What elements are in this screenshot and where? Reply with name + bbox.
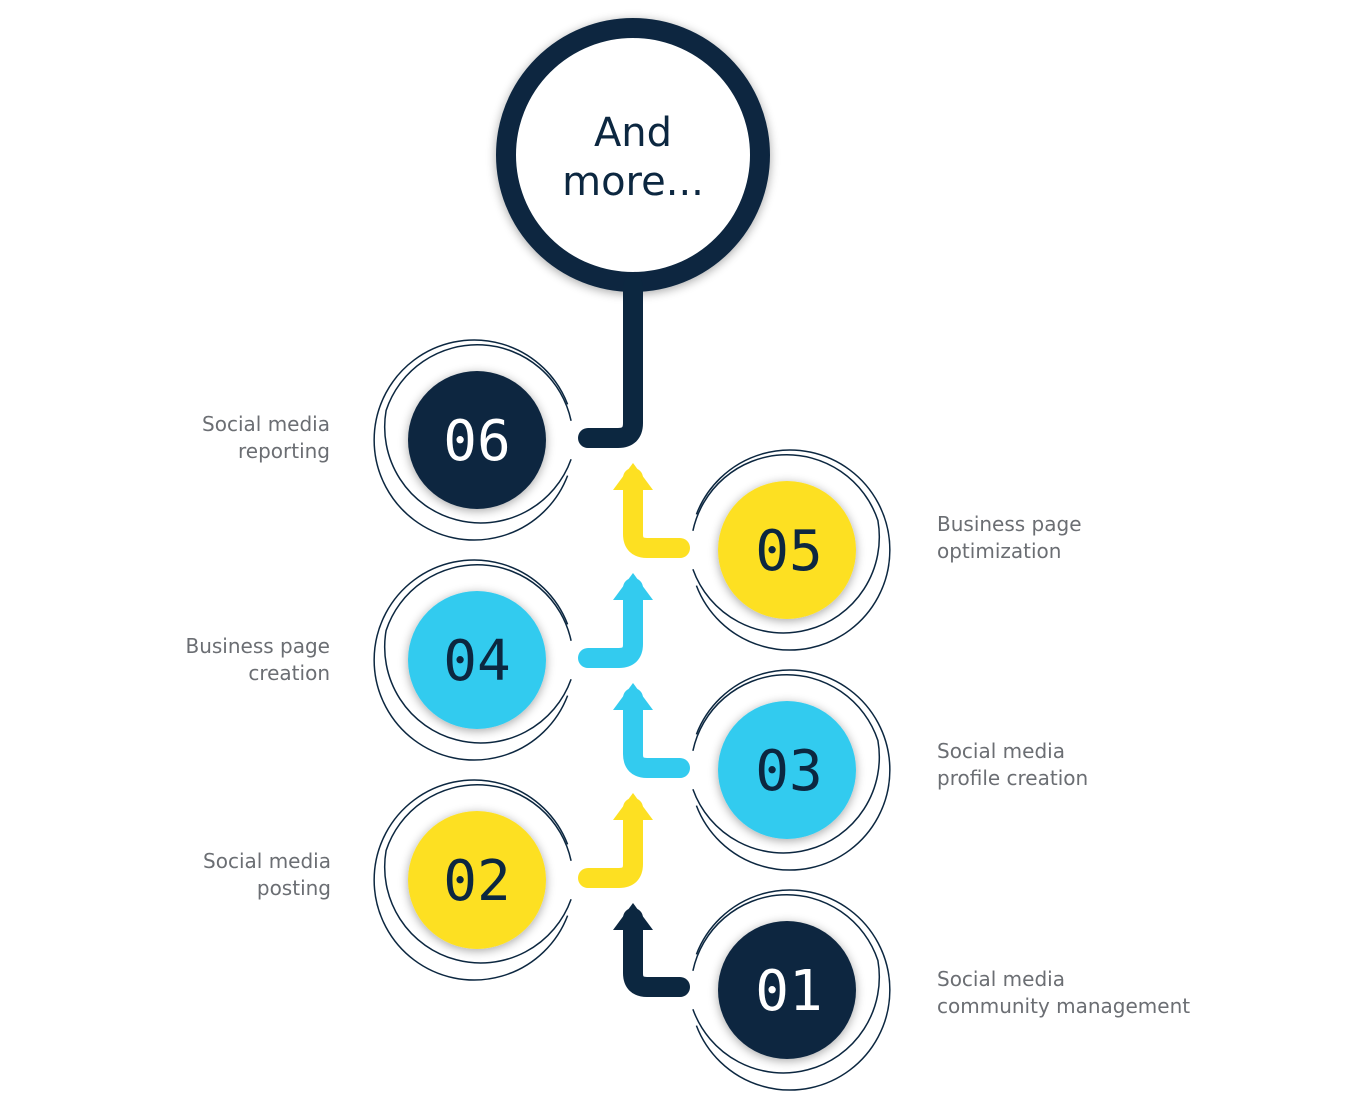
step-03-number: 03 — [755, 739, 822, 804]
step-05-circle — [718, 481, 856, 619]
step-03-label-line1: Social media — [937, 739, 1065, 763]
step-05-inner-ring — [692, 454, 881, 634]
step-05-label-line1: Business page — [937, 512, 1082, 536]
step-node-02: 02 — [373, 779, 572, 981]
step-node-05: 05 — [692, 449, 891, 651]
arrow-04-to-05 — [578, 573, 653, 668]
step-06-outer-ring — [373, 339, 569, 541]
step-02-number: 02 — [443, 849, 510, 914]
step-04-label: Business page creation — [185, 633, 330, 687]
step-05-outer-ring — [695, 449, 891, 651]
step-01-circle — [718, 921, 856, 1059]
step-06-label-line1: Social media — [202, 412, 330, 436]
step-03-label: Social media profile creation — [937, 738, 1088, 792]
step-06-inner-ring — [383, 344, 572, 524]
arrow-03-to-04 — [613, 683, 690, 778]
step-02-outer-ring — [373, 779, 569, 981]
step-02-label-line2: posting — [256, 876, 331, 900]
arrow-01-to-02 — [613, 903, 690, 997]
step-node-04: 04 — [373, 559, 572, 761]
step-04-label-line2: creation — [248, 661, 330, 685]
step-04-number: 04 — [443, 629, 510, 694]
step-03-outer-ring — [695, 669, 891, 871]
step-02-inner-ring — [383, 784, 572, 964]
step-02-label: Social media posting — [203, 848, 331, 902]
step-node-01: 01 — [692, 889, 891, 1091]
step-01-label-line2: community management — [937, 994, 1191, 1018]
step-node-06: 06 — [373, 339, 572, 541]
step-06-circle — [408, 371, 546, 509]
step-06-label: Social media reporting — [202, 411, 330, 465]
step-06-label-line2: reporting — [237, 439, 330, 463]
step-03-circle — [718, 701, 856, 839]
step-06-number: 06 — [443, 409, 510, 474]
step-node-03: 03 — [692, 669, 891, 871]
header-text-line1: And — [594, 110, 672, 156]
step-02-label-line1: Social media — [203, 849, 331, 873]
step-01-label: Social media community management — [937, 966, 1190, 1020]
step-03-inner-ring — [692, 674, 881, 854]
step-05-label-line2: optimization — [937, 539, 1062, 563]
arrow-02-to-03 — [578, 793, 653, 888]
step-01-inner-ring — [692, 894, 881, 1074]
step-01-label-line1: Social media — [937, 967, 1065, 991]
header-node: And more... — [496, 18, 770, 292]
arrow-05-to-06 — [613, 463, 690, 558]
step-04-label-line1: Business page — [185, 634, 330, 658]
step-03-label-line2: profile creation — [937, 766, 1089, 790]
step-01-number: 01 — [755, 959, 822, 1024]
step-04-circle — [408, 591, 546, 729]
step-02-circle — [408, 811, 546, 949]
step-05-number: 05 — [755, 519, 822, 584]
step-04-inner-ring — [383, 564, 572, 744]
connector-06-to-header — [578, 276, 643, 448]
header-text-line2: more... — [562, 159, 704, 205]
step-04-outer-ring — [373, 559, 569, 761]
step-05-label: Business page optimization — [937, 511, 1082, 565]
step-01-outer-ring — [695, 889, 891, 1091]
